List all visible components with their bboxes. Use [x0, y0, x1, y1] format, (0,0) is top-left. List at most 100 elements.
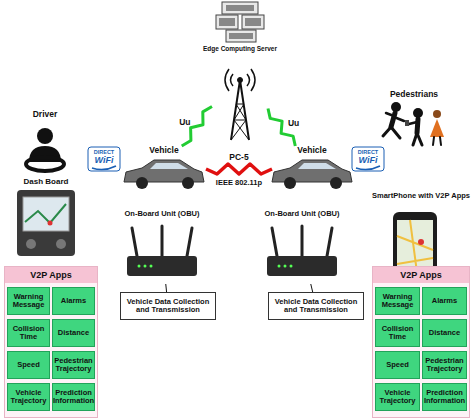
- app-cell: Vehicle Trajectory: [7, 383, 50, 411]
- node-text: Vehicle Data Collection and Transmission: [124, 298, 212, 315]
- app-cell: Alarms: [422, 287, 467, 315]
- node-text: Alarms: [61, 297, 86, 305]
- process-box: Vehicle Data Collection and Transmission: [120, 292, 216, 320]
- dash-knob: [26, 239, 36, 249]
- runner-legs: [383, 127, 400, 138]
- tower-leg: [231, 80, 240, 140]
- node-text: Speed: [386, 361, 409, 369]
- logo-frame: [352, 147, 384, 171]
- node-text: Distance: [429, 329, 460, 337]
- nav-pin: [48, 221, 53, 226]
- tower-bar: [234, 120, 246, 121]
- app-cell: Collision Time: [7, 319, 50, 347]
- dashboard-frame: [17, 190, 75, 256]
- app-cell: Collision Time: [375, 319, 420, 347]
- runner-head: [391, 102, 401, 112]
- server-unit: [222, 2, 258, 14]
- app-cell: Pedestrian Trajectory: [422, 351, 467, 379]
- node-text: Dash Board: [15, 178, 77, 187]
- tower-top: [238, 78, 243, 83]
- server-screen: [226, 5, 254, 11]
- woman-legs: [433, 137, 441, 145]
- node-text: Vehicle Trajectory: [9, 389, 48, 406]
- server-unit: [226, 30, 256, 42]
- radio-wave: [247, 74, 250, 86]
- apps-panel: V2P AppsWarning Message AlarmsCollision T…: [372, 266, 470, 418]
- apps-panel: V2P AppsWarning MessageAlarmsCollision T…: [4, 266, 98, 418]
- process-box: Vehicle Data Collection and Transmission: [268, 292, 364, 320]
- app-cell: Alarms: [52, 287, 95, 315]
- node-text: Prediction Information: [424, 389, 465, 406]
- hand-phone: [405, 120, 409, 126]
- edge-label: PC-5: [229, 152, 248, 162]
- node-text: On-Board Unit (OBU): [252, 210, 352, 218]
- pedestrian-icons: [383, 102, 444, 145]
- app-cell: Speed: [375, 351, 420, 379]
- tower-bar: [234, 104, 244, 120]
- driver-node: Driver: [15, 110, 75, 176]
- dash-knob: [56, 239, 66, 249]
- wifi-direct-logo: [352, 147, 384, 171]
- server-screen: [229, 33, 253, 39]
- walker-head: [413, 108, 423, 118]
- server-screen: [245, 18, 261, 26]
- node-text: On-Board Unit (OBU): [112, 210, 212, 218]
- car-left: [124, 160, 204, 189]
- tower-leg: [240, 80, 249, 140]
- dashboard-node: Dash Board: [15, 178, 77, 258]
- wifi-logo-text: DIRECT: [352, 149, 384, 155]
- obu-node: On-Board Unit (OBU): [252, 210, 352, 284]
- wifi-logo-text: WiFi: [88, 156, 120, 166]
- vehicle-node: Vehicle: [122, 146, 206, 192]
- app-cell: Pedestrian Trajectory: [52, 351, 95, 379]
- driver-head: [37, 128, 53, 144]
- connector-line: [311, 284, 313, 292]
- wifi-logo-text: DIRECT: [88, 149, 120, 155]
- app-cell: Warning Message: [375, 287, 420, 315]
- server-icon: [216, 2, 264, 42]
- node-text: Collision Time: [9, 325, 48, 342]
- node-text: Prediction Information: [53, 389, 94, 406]
- server-screen: [219, 18, 235, 26]
- app-cell: Speed: [7, 351, 50, 379]
- woman-head: [433, 110, 441, 118]
- node-text: Warning Message: [9, 293, 48, 310]
- driver-icon: [26, 128, 64, 171]
- node-text: SmartPhone with V2P Apps: [372, 192, 470, 200]
- tower-bar: [236, 104, 244, 105]
- tower-bar: [234, 120, 249, 140]
- node-text: Driver: [15, 110, 75, 119]
- node-text: Vehicle: [122, 146, 206, 155]
- node-text: Speed: [17, 361, 40, 369]
- tower-bar: [231, 120, 246, 140]
- wifi-direct-logo: [88, 147, 120, 171]
- edge-label: Uu: [179, 117, 190, 127]
- runner-arms: [386, 113, 404, 121]
- app-cell: Prediction Information: [422, 383, 467, 411]
- node-text: Pedestrian Trajectory: [424, 357, 465, 374]
- sidelink-bolt: [206, 164, 272, 174]
- app-cell: Distance: [52, 319, 95, 347]
- obu-node: On-Board Unit (OBU): [112, 210, 212, 284]
- tower-bar: [236, 104, 246, 120]
- radio-wave: [225, 69, 229, 91]
- app-cell: Warning Message: [7, 287, 50, 315]
- cell-tower: [225, 69, 255, 140]
- node-text: Collision Time: [377, 325, 418, 342]
- radio-wave: [231, 74, 234, 86]
- app-cell: Vehicle Trajectory: [375, 383, 420, 411]
- server-unit: [216, 15, 238, 29]
- panel-heading: V2P Apps: [373, 267, 469, 283]
- logo-swoosh: [356, 166, 380, 170]
- logo-frame: [88, 147, 120, 171]
- node-text: Alarms: [432, 297, 457, 305]
- dashboard-image: [17, 190, 75, 256]
- logo-swoosh: [92, 166, 116, 170]
- connector-line: [165, 284, 167, 292]
- woman-dress: [430, 119, 444, 137]
- server-unit: [242, 15, 264, 29]
- steering-wheel: [26, 157, 64, 171]
- node-text: Pedestrians: [378, 90, 450, 99]
